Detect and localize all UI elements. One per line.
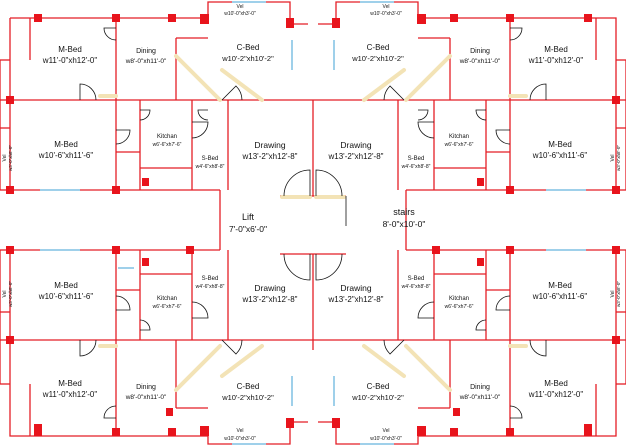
br-kitchen-name: Kitchan bbox=[449, 296, 469, 302]
tr-vel-top-size: w10'-0"xh3'-0" bbox=[370, 11, 402, 17]
door-frames bbox=[98, 54, 528, 392]
bl-dining-size: w8'-0"xh11'-0" bbox=[125, 394, 167, 401]
br-sbed-name: S-Bed bbox=[408, 276, 425, 282]
br-mbed-name: M-Bed bbox=[544, 379, 568, 388]
br-drawing-size: w13'-2"xh12'-8" bbox=[328, 295, 384, 304]
tl-drawing-name: Drawing bbox=[254, 140, 285, 150]
tl-kitchen-name: Kitchan bbox=[157, 134, 177, 140]
bl-kitchen-name: Kitchan bbox=[157, 296, 177, 302]
tl-dining-size: w8'-0"xh11'-0" bbox=[125, 58, 167, 65]
bl-sbed-name: S-Bed bbox=[202, 276, 219, 282]
tl-mbed2-size: w10'-6"xh11'-6" bbox=[38, 151, 94, 160]
tl-cbed-size: w10'-2"xh10'-2" bbox=[221, 54, 274, 63]
tr-cbed-name: C-Bed bbox=[367, 43, 390, 52]
bl-mbed-name: M-Bed bbox=[58, 379, 82, 388]
tl-sbed-name: S-Bed bbox=[202, 156, 219, 162]
br-vel-side-name: Vel bbox=[610, 291, 616, 298]
columns bbox=[6, 14, 620, 436]
tr-drawing-name: Drawing bbox=[340, 140, 371, 150]
br-mbed2-name: M-Bed bbox=[548, 281, 572, 290]
tl-vel-top-name: Vel bbox=[237, 4, 244, 10]
bl-vel-side-size: w3'-0"xh8'-0" bbox=[8, 281, 13, 307]
tl-vel-side-name: Vel bbox=[2, 155, 8, 162]
br-vel-bottom-name: Vel bbox=[383, 428, 390, 434]
tr-vel-top-name: Vel bbox=[383, 4, 390, 10]
tr-drawing-size: w13'-2"xh12'-8" bbox=[328, 152, 384, 161]
tl-dining-name: Dining bbox=[136, 48, 156, 55]
br-vel-side-size: w3'-0"xh8'-0" bbox=[616, 281, 621, 307]
tr-dining-name: Dining bbox=[470, 48, 490, 55]
bl-vel-side-name: Vel bbox=[2, 291, 8, 298]
lift-size: 7'-0"x6'-0" bbox=[229, 224, 267, 234]
tr-vel-side-name: Vel bbox=[610, 155, 616, 162]
br-cbed-size: w10'-2"xh10'-2" bbox=[351, 393, 404, 402]
bl-mbed2-name: M-Bed bbox=[54, 281, 78, 290]
tr-sbed-name: S-Bed bbox=[408, 156, 425, 162]
br-sbed-size: w4'-6"xh8'-8" bbox=[402, 284, 431, 290]
tr-vel-side-size: w3'-0"xh8'-0" bbox=[616, 145, 621, 171]
windows bbox=[40, 1, 586, 445]
br-vel-bottom-size: w10'-0"xh3'-0" bbox=[370, 436, 402, 442]
br-mbed-size: w11'-0"xh12'-0" bbox=[528, 390, 584, 399]
tr-sbed-size: w4'-6"xh8'-8" bbox=[402, 164, 431, 170]
bl-cbed-size: w10'-2"xh10'-2" bbox=[221, 393, 274, 402]
tr-mbed2-size: w10'-6"xh11'-6" bbox=[532, 151, 588, 160]
stairs-name: stairs bbox=[393, 207, 415, 217]
tl-vel-side-size: w3'-0"xh8'-0" bbox=[8, 145, 13, 171]
bl-drawing-size: w13'-2"xh12'-8" bbox=[242, 295, 298, 304]
br-mbed2-size: w10'-6"xh11'-6" bbox=[532, 292, 588, 301]
door-swings bbox=[79, 27, 547, 419]
br-kitchen-size: w6'-6"xh7'-6" bbox=[445, 304, 474, 310]
br-dining-size: w8'-0"xh11'-0" bbox=[459, 394, 501, 401]
tl-cbed-name: C-Bed bbox=[237, 43, 260, 52]
tr-mbed2-name: M-Bed bbox=[548, 140, 572, 149]
tr-kitchen-name: Kitchan bbox=[449, 134, 469, 140]
tr-dining-size: w8'-0"xh11'-0" bbox=[459, 58, 501, 65]
tl-sbed-size: w4'-6"xh8'-8" bbox=[196, 164, 225, 170]
tr-kitchen-size: w6'-6"xh7'-6" bbox=[445, 142, 474, 148]
bl-mbed2-size: w10'-6"xh11'-6" bbox=[38, 292, 94, 301]
br-cbed-name: C-Bed bbox=[367, 382, 390, 391]
bl-vel-bottom-size: w10'-0"xh3'-0" bbox=[224, 436, 256, 442]
bl-cbed-name: C-Bed bbox=[237, 382, 260, 391]
tl-drawing-size: w13'-2"xh12'-8" bbox=[242, 152, 298, 161]
lift-name: Lift bbox=[242, 212, 255, 222]
bl-dining-name: Dining bbox=[136, 384, 156, 391]
tr-mbed-name: M-Bed bbox=[544, 45, 568, 54]
br-dining-name: Dining bbox=[470, 384, 490, 391]
bl-kitchen-size: w6'-6"xh7'-6" bbox=[153, 304, 182, 310]
tl-mbed-size: w11'-0"xh12'-0" bbox=[42, 56, 98, 65]
stairs-size: 8'-0"x10'-0" bbox=[383, 219, 426, 229]
bl-sbed-size: w4'-6"xh8'-8" bbox=[196, 284, 225, 290]
tl-mbed-name: M-Bed bbox=[58, 45, 82, 54]
tr-cbed-size: w10'-2"xh10'-2" bbox=[351, 54, 404, 63]
tl-vel-top-size: w10'-0"xh3'-0" bbox=[224, 11, 256, 17]
br-drawing-name: Drawing bbox=[340, 283, 371, 293]
tr-mbed-size: w11'-0"xh12'-0" bbox=[528, 56, 584, 65]
tl-mbed2-name: M-Bed bbox=[54, 140, 78, 149]
bl-mbed-size: w11'-0"xh12'-0" bbox=[42, 390, 98, 399]
tl-kitchen-size: w6'-6"xh7'-6" bbox=[153, 142, 182, 148]
room-labels: M-Bed w11'-0"xh12'-0" Dining w8'-0"xh11'… bbox=[2, 4, 621, 442]
bl-vel-bottom-name: Vel bbox=[237, 428, 244, 434]
bl-drawing-name: Drawing bbox=[254, 283, 285, 293]
